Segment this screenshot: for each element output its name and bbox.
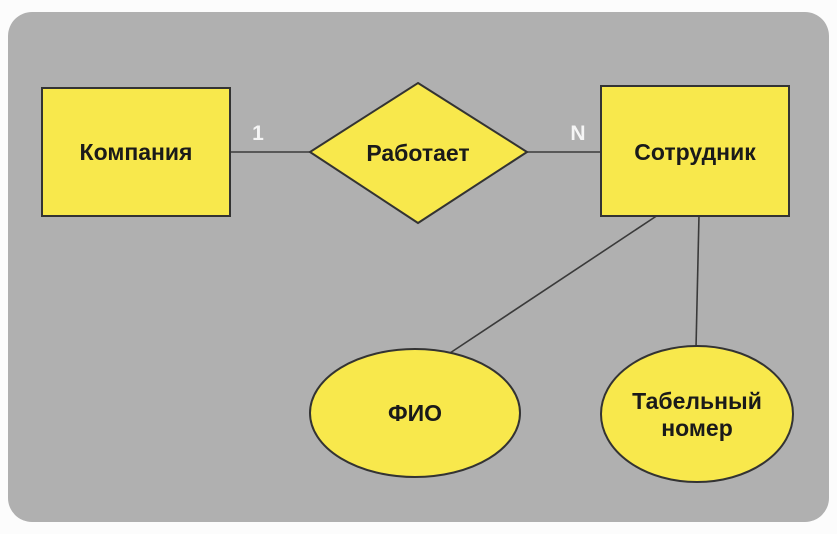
- attribute-tabnum: [600, 345, 794, 483]
- cardinality-many-label: N: [570, 122, 585, 145]
- attribute-fio: [309, 348, 521, 478]
- relationship-works: [308, 81, 529, 225]
- entity-company: [41, 87, 231, 217]
- entity-employee-label: Сотрудник: [634, 139, 756, 165]
- cardinality-one-label: 1: [252, 122, 264, 145]
- attribute-fio-label: ФИО: [388, 400, 442, 426]
- edge-employee-tabnum: [695, 214, 700, 349]
- attribute-tabnum-label-line2: номер: [661, 415, 733, 441]
- relationship-works-label: Работает: [366, 140, 469, 166]
- edge-employee-fio: [449, 214, 659, 354]
- entity-employee: [600, 85, 790, 217]
- entity-company-label: Компания: [80, 139, 193, 165]
- attribute-tabnum-label-line1: Табельный: [632, 388, 762, 414]
